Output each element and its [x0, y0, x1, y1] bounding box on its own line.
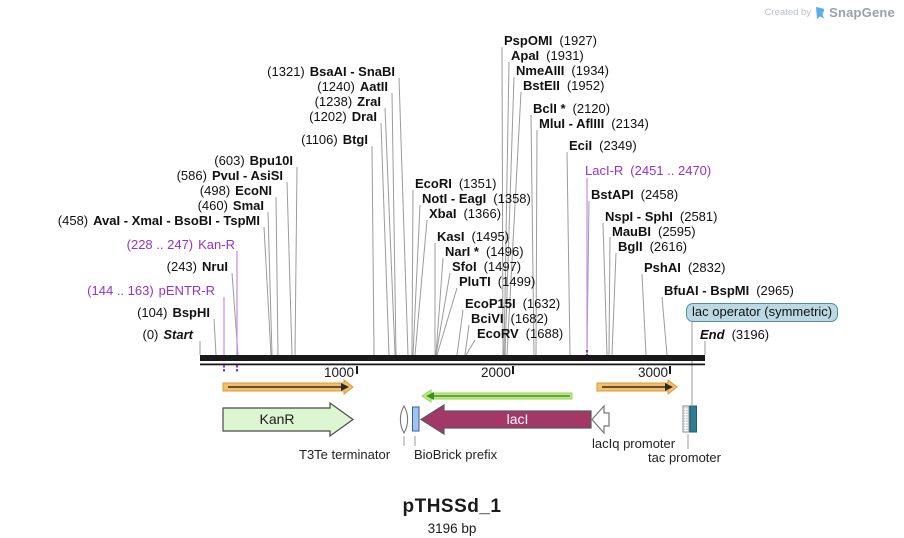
- orf-arrow-forward-right: [596, 378, 678, 396]
- site-label: (1238)ZraI: [314, 94, 381, 109]
- site-label: EcoRV(1688): [477, 326, 564, 341]
- brand-name-text: SnapGene: [829, 5, 895, 20]
- laciq-promoter-glyph: [591, 404, 610, 435]
- site-label: BglI(2616): [618, 239, 688, 254]
- kanr-arrow: [222, 401, 355, 438]
- plasmid-name: pTHSSd_1: [402, 496, 502, 517]
- site-label: (243)NruI: [166, 259, 228, 274]
- created-by-text: Created by: [764, 7, 812, 18]
- site-label: NmeAIII(1934): [516, 63, 609, 78]
- site-label: (1321)BsaAI - SnaBI: [267, 64, 395, 79]
- site-label: NarI *(1496): [445, 244, 524, 259]
- site-label: MauBI(2595): [612, 224, 696, 239]
- primer-label: LacI-R(2451 .. 2470): [585, 163, 712, 178]
- kanr-gene-label: KanR: [259, 411, 295, 427]
- site-label: (1106)BtgI: [301, 132, 368, 147]
- map-backbone: [200, 355, 705, 366]
- start-label: (0)Start: [142, 327, 193, 342]
- site-label: (1202)DraI: [309, 109, 377, 124]
- tac-promoter-glyph: [682, 405, 690, 433]
- site-label: (586)PvuI - AsiSI: [176, 168, 283, 183]
- connector-lines: [199, 46, 706, 449]
- site-label: KasI(1495): [437, 229, 510, 244]
- site-label: SfoI(1497): [452, 259, 522, 274]
- biobrick-prefix-glyph: [412, 406, 420, 432]
- end-label: End(3196): [700, 327, 770, 342]
- ruler-tick-2000: 2000: [480, 365, 511, 380]
- primer-label: (144 .. 163)pENTR-R: [87, 283, 215, 298]
- orf-arrow-forward-left: [222, 378, 354, 396]
- snapgene-logo-icon: [816, 6, 825, 19]
- site-label: NspI - SphI(2581): [605, 209, 718, 224]
- site-label: BstAPI(2458): [591, 187, 679, 202]
- snapgene-branding: Created by SnapGene: [765, 5, 895, 20]
- title-block: pTHSSd_1 3196 bp: [252, 496, 652, 536]
- site-label: EciI(2349): [569, 138, 637, 153]
- ruler-tick-3000: 3000: [637, 365, 668, 380]
- site-label: MluI - AflIII(2134): [539, 116, 649, 131]
- primer-site-marks: [223, 365, 238, 372]
- site-label: (1240)AatII: [317, 79, 388, 94]
- t3te-terminator-label: T3Te terminator: [299, 447, 391, 462]
- site-label: ApaI(1931): [511, 48, 584, 63]
- laci-gene-label: lacI: [506, 411, 529, 427]
- orf-arrow-reverse: [421, 389, 573, 403]
- site-label: (498)EcoNI: [199, 183, 272, 198]
- site-label: PshAI(2832): [644, 260, 726, 275]
- t3te-terminator-glyph: [399, 404, 409, 435]
- laci-arrow: [419, 403, 592, 436]
- lac-operator-label: lac operator (symmetric): [686, 303, 839, 322]
- biobrick-prefix-label: BioBrick prefix: [414, 447, 498, 462]
- ruler-tick-1000: 1000: [323, 365, 354, 380]
- site-label: PluTI(1499): [459, 274, 536, 289]
- site-label: EcoRI(1351): [415, 176, 497, 191]
- site-label: BstEII(1952): [523, 78, 605, 93]
- site-label: XbaI(1366): [429, 206, 502, 221]
- laciq-promoter-label: lacIq promoter: [592, 436, 676, 451]
- lac-operator-glyph: [689, 405, 697, 433]
- ruler-ticks: [356, 366, 671, 374]
- site-label: BfuAI - BspMI(2965): [664, 283, 794, 298]
- site-label: BclI *(2120): [533, 101, 611, 116]
- site-label: (458)AvaI - XmaI - BsoBI - TspMI: [57, 213, 260, 228]
- site-label: (460)SmaI: [197, 198, 264, 213]
- primer-label: (228 .. 247)Kan-R: [126, 237, 235, 252]
- plasmid-length: 3196 bp: [427, 521, 477, 536]
- site-label: PspOMI(1927): [504, 33, 597, 48]
- site-label: (104)BspHI: [137, 305, 210, 320]
- site-label: (603)Bpu10I: [214, 153, 293, 168]
- site-label: NotI - EagI(1358): [422, 191, 531, 206]
- tac-promoter-label: tac promoter: [648, 450, 721, 465]
- site-label: BciVI(1682): [471, 311, 549, 326]
- site-label: EcoP15I(1632): [465, 296, 561, 311]
